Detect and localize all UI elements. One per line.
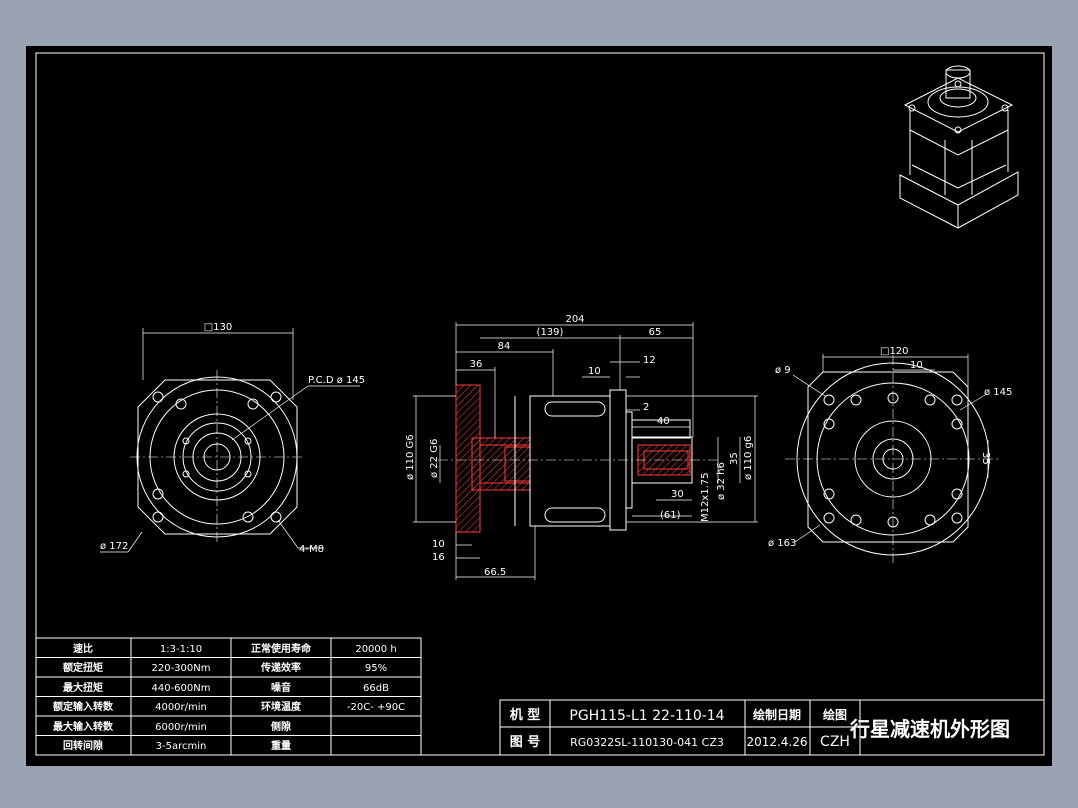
dim-2: 2 [643, 402, 649, 413]
date-label: 绘制日期 [753, 707, 801, 722]
rear-square-dim: □120 [880, 346, 909, 357]
drawing-title: 行星减速机外形图 [849, 717, 1010, 741]
drawer-value: CZH [820, 734, 850, 750]
dia-110-g6-right: ø 110 g6 [743, 436, 754, 480]
front-view: □130 P.C.D ø 145 ø 172 4-M8 [100, 322, 365, 555]
spec-val2-2: 95% [365, 663, 387, 674]
dim-30: 30 [671, 489, 684, 500]
dim-12: 12 [643, 355, 656, 366]
rear-dia-145: ø 145 [984, 387, 1012, 398]
spec-key2-6: 重量 [271, 739, 291, 752]
spec-key-1: 速比 [73, 642, 93, 655]
spec-table: 速比 1:3-1:10 正常使用寿命 20000 h 额定扭矩 220-300N… [35, 637, 422, 756]
rear-view: □120 10 ø 9 ø 145 ø 163 35 [768, 346, 1012, 565]
spec-val2-1: 20000 h [355, 644, 396, 655]
dia-32-h6: ø 32 h6 [716, 462, 727, 500]
spec-val-4: 4000r/min [155, 702, 207, 713]
dim-16: 16 [432, 552, 445, 563]
thread-m12: M12x1.75 [700, 472, 711, 522]
spec-key2-4: 环境温度 [261, 700, 302, 713]
shaft-length: 65 [649, 327, 662, 338]
inner-length: (139) [537, 327, 564, 338]
model-label: 机 型 [510, 707, 541, 723]
spec-val-1: 1:3-1:10 [160, 644, 202, 655]
dim-84: 84 [498, 341, 511, 352]
dim-10a: 10 [588, 366, 601, 377]
spec-key2-2: 传递效率 [260, 661, 301, 674]
drawing-sheet [26, 46, 1052, 766]
spec-val-6: 3-5arcmin [156, 741, 207, 752]
dim-35: 35 [729, 452, 740, 465]
dim-66-5: 66.5 [484, 567, 506, 578]
dim-36: 36 [470, 359, 483, 370]
dim-40: 40 [657, 416, 670, 427]
model-value: PGH115-L1 22-110-14 [569, 708, 724, 724]
spec-key2-3: 噪音 [271, 681, 291, 694]
dia-110-g6-left: ø 110 G6 [405, 434, 416, 480]
rear-dia-9: ø 9 [775, 365, 791, 376]
dia-22-g6: ø 22 G6 [429, 439, 440, 478]
overall-length: 204 [565, 314, 584, 325]
rear-dim-35: 35 [980, 452, 991, 465]
spec-val2-4: -20C- +90C [347, 702, 405, 713]
spec-key-6: 回转间隙 [63, 739, 103, 752]
rear-dia-163: ø 163 [768, 538, 796, 549]
spec-val-5: 6000r/min [155, 722, 207, 733]
front-square-dim: □130 [204, 322, 233, 333]
front-holes: 4-M8 [299, 544, 324, 555]
spec-val2-3: 66dB [363, 683, 389, 694]
dim-61: (61) [660, 510, 681, 521]
spec-key-4: 额定输入转数 [53, 700, 114, 713]
drawing-no-value: RG0322SL-110130-041 CZ3 [570, 736, 724, 749]
spec-key-5: 最大输入转数 [53, 720, 114, 733]
spec-key-2: 额定扭矩 [63, 661, 103, 674]
drawing-no-label: 图 号 [510, 735, 541, 750]
title-block: 机 型 PGH115-L1 22-110-14 图 号 RG0322SL-110… [499, 699, 1045, 756]
front-outer-dia: ø 172 [100, 541, 128, 552]
side-view: 204 (139) 65 84 36 10 12 2 40 30 (61) 10… [405, 314, 758, 580]
spec-val-2: 220-300Nm [151, 663, 210, 674]
front-pcd-label: P.C.D ø 145 [308, 375, 365, 386]
dim-10b: 10 [432, 539, 445, 550]
spec-val-3: 440-600Nm [151, 683, 210, 694]
spec-key2-1: 正常使用寿命 [251, 642, 312, 655]
date-value: 2012.4.26 [746, 735, 807, 749]
spec-key2-5: 侧隙 [271, 720, 291, 733]
isometric-view [899, 65, 1019, 229]
drawer-label: 绘图 [823, 707, 847, 722]
rear-dim-10: 10 [910, 360, 923, 371]
spec-key-3: 最大扭矩 [63, 681, 103, 694]
